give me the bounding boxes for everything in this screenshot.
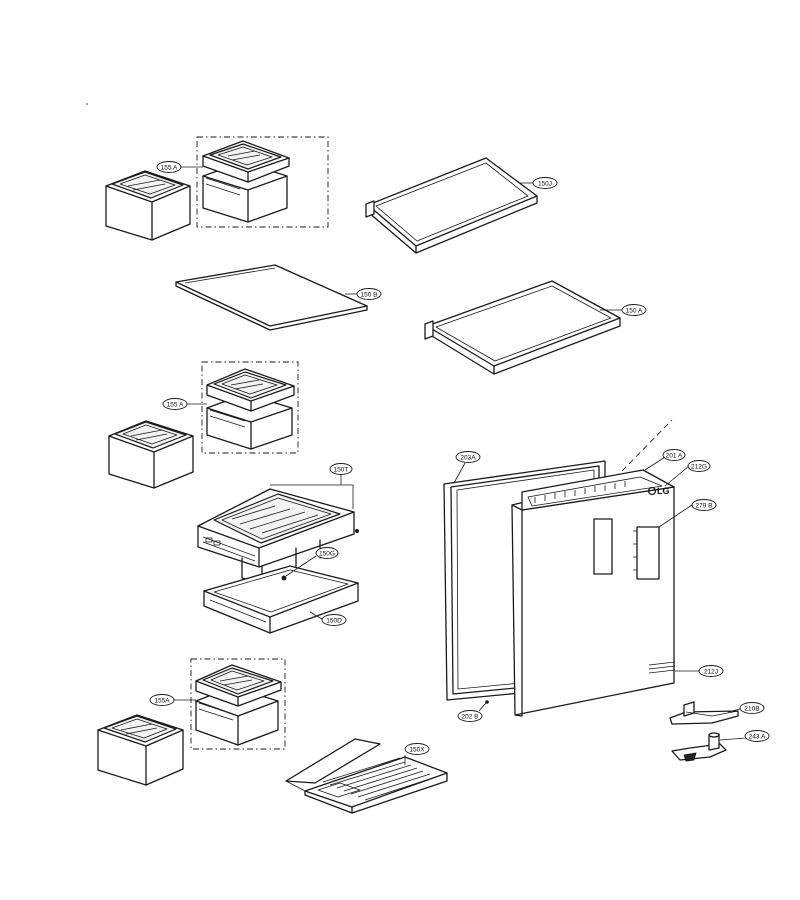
door-logo: LG — [657, 486, 670, 496]
label-212g: 212G — [691, 463, 707, 470]
callout-203a: 203A — [453, 451, 481, 484]
door-handle-slot — [593, 518, 613, 575]
callout-202b: 202 B — [457, 700, 489, 722]
callout-150a: 150 A — [600, 304, 647, 316]
bottle-rack-150x — [285, 738, 448, 814]
label-203a: 203A — [460, 454, 476, 461]
callout-212g: 212G — [664, 460, 711, 487]
screw-150g — [281, 575, 287, 581]
label-201a: 201 A — [666, 452, 683, 459]
label-155a-top: 155 A — [161, 164, 178, 171]
stray-dot — [86, 103, 88, 105]
door-201a: LG — [511, 469, 676, 717]
glass-shelf-150b — [175, 264, 368, 331]
dashed-group-box-bottom — [190, 658, 286, 750]
hinge-part-210b — [669, 701, 739, 725]
label-279b: 279 B — [696, 502, 713, 509]
crisper-box-bottom-left — [97, 714, 184, 786]
label-150j: 150J — [538, 180, 552, 187]
shelf-150a — [424, 280, 621, 375]
label-150g: 150G — [319, 550, 335, 557]
label-212j: 212J — [704, 668, 718, 675]
drawer-cover-150t — [197, 488, 359, 585]
label-155a-mid: 155 A — [167, 401, 184, 408]
callout-155a-top: 155 A — [156, 161, 203, 173]
dashed-group-box-top — [196, 136, 329, 228]
shelf-150j — [365, 157, 538, 254]
callout-212j: 212J — [675, 665, 724, 677]
hinge-axis-line — [621, 419, 673, 472]
callout-150g: 150G — [285, 547, 339, 577]
callout-155a-mid: 155 A — [162, 398, 207, 410]
callout-210b: 210B — [727, 702, 765, 714]
label-155a-bot: 155A — [154, 697, 170, 704]
label-150x: 150X — [409, 746, 425, 753]
label-243a: 243 A — [749, 733, 766, 740]
label-210b: 210B — [744, 705, 759, 712]
crisper-box-mid-left — [108, 420, 194, 489]
crisper-box-top-right — [202, 140, 290, 223]
callout-150x: 150X — [404, 743, 430, 765]
door-handle-insert-279b — [636, 526, 660, 580]
callout-150j: 150J — [520, 177, 558, 189]
crisper-box-top-left — [105, 170, 191, 241]
callout-243a: 243 A — [719, 730, 770, 742]
callout-150b: 150 B — [345, 288, 382, 300]
callout-150t: 150T — [270, 463, 354, 509]
hinge-part-243a — [671, 732, 727, 762]
crisper-box-mid-right — [206, 368, 295, 450]
callout-201a: 201 A — [644, 449, 686, 471]
label-202b: 202 B — [462, 713, 479, 720]
label-150d: 150D — [326, 617, 342, 624]
callout-155a-bot: 155A — [149, 694, 196, 706]
crisper-box-bottom-right — [195, 664, 282, 746]
dashed-group-box-mid — [201, 361, 299, 454]
label-150a: 150 A — [626, 307, 643, 314]
callout-150d: 150D — [309, 611, 347, 626]
drawer-tray-150d — [203, 565, 359, 634]
callout-279b: 279 B — [658, 499, 717, 528]
label-150t: 150T — [334, 466, 349, 473]
label-150b: 150 B — [361, 291, 378, 298]
